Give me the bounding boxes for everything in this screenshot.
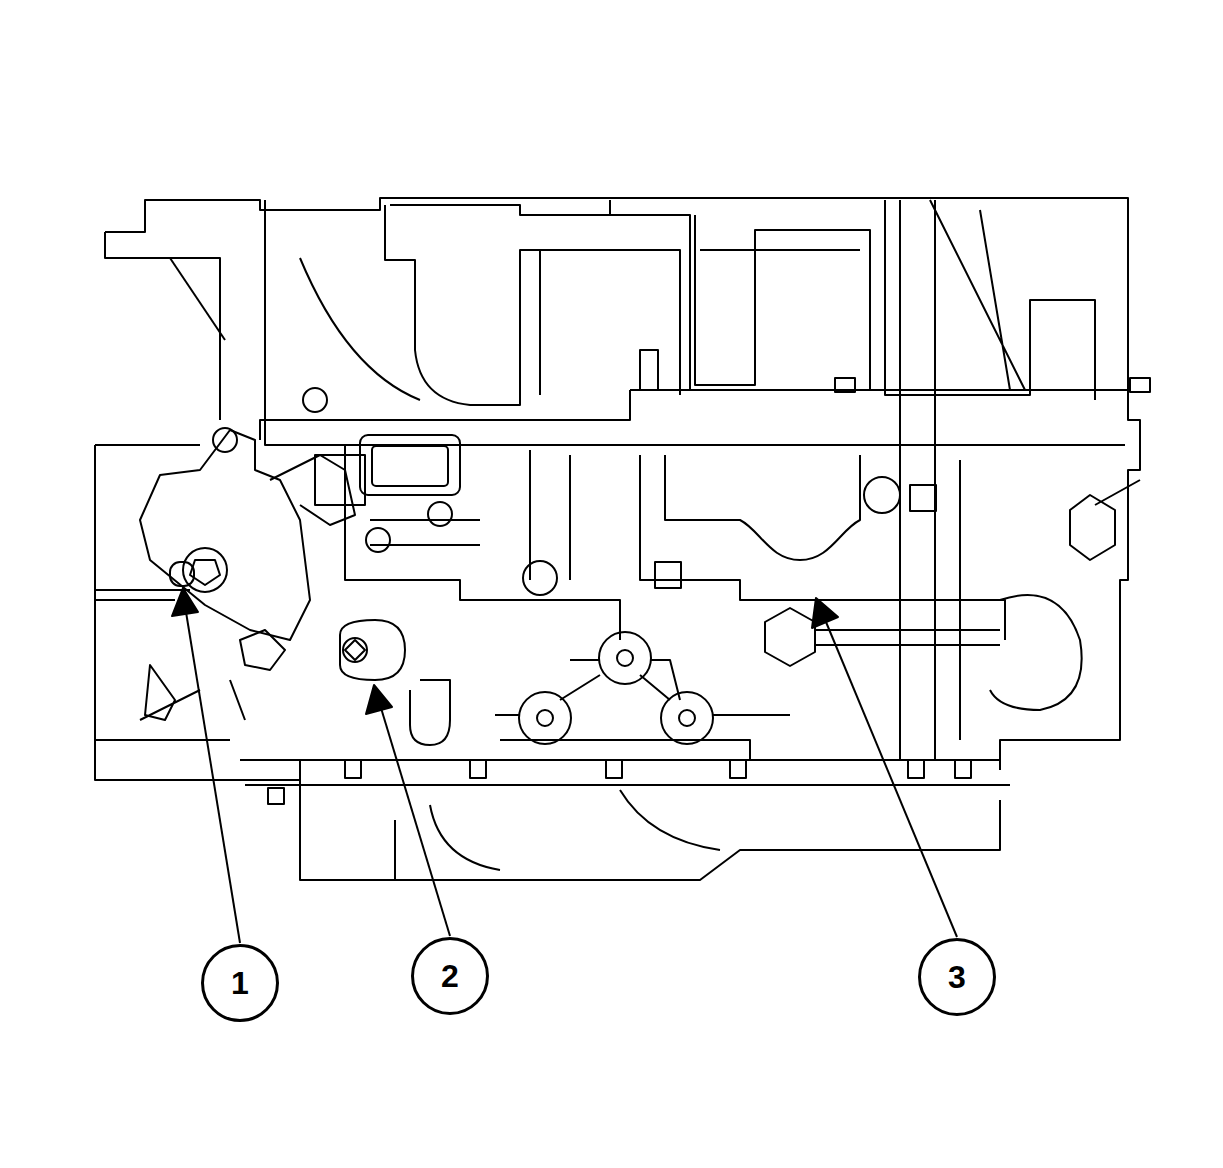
- vent: [1070, 480, 1140, 560]
- case-line: [95, 590, 230, 740]
- callout-number: 1: [231, 967, 249, 999]
- bolt: [835, 378, 855, 392]
- sensor: [428, 502, 452, 526]
- solenoid-cluster: [495, 632, 790, 760]
- case-line: [140, 665, 245, 720]
- valve-body: [640, 455, 1005, 640]
- plug: [523, 561, 557, 595]
- clip: [303, 388, 327, 412]
- callout-number: 2: [441, 960, 459, 992]
- callout-circle: 1: [201, 944, 279, 1022]
- case-pocket: [540, 250, 860, 395]
- oil-pan: [95, 445, 1010, 880]
- sensor: [410, 680, 450, 745]
- bolt: [910, 485, 936, 511]
- case-pocket: [390, 200, 870, 390]
- case-rail: [260, 390, 1130, 445]
- case-outline: [105, 198, 1140, 770]
- case-rib: [265, 200, 420, 420]
- bolt: [655, 562, 681, 588]
- sensor: [366, 528, 390, 552]
- case-rib: [170, 258, 225, 340]
- electrical-connector: [372, 446, 448, 486]
- callout-circle: 2: [411, 937, 489, 1015]
- case-rib: [900, 200, 960, 760]
- case-flange: [105, 232, 220, 420]
- case-pocket: [385, 205, 540, 405]
- case-line: [430, 790, 720, 870]
- drain-plug: [765, 608, 1000, 666]
- callout-number: 3: [948, 961, 966, 993]
- callout-circle: 3: [918, 938, 996, 1016]
- sensor: [370, 520, 480, 545]
- valve-body: [345, 445, 620, 640]
- sensor: [864, 477, 900, 513]
- pan-bolts: [268, 760, 971, 804]
- bolt: [1130, 378, 1150, 392]
- bolt: [640, 350, 658, 390]
- electrical-connector: [360, 435, 460, 495]
- case-boss: [990, 595, 1082, 710]
- plug: [340, 620, 405, 680]
- range-switch: [140, 428, 365, 670]
- case-rib: [885, 200, 1095, 400]
- leader-line: [172, 588, 957, 943]
